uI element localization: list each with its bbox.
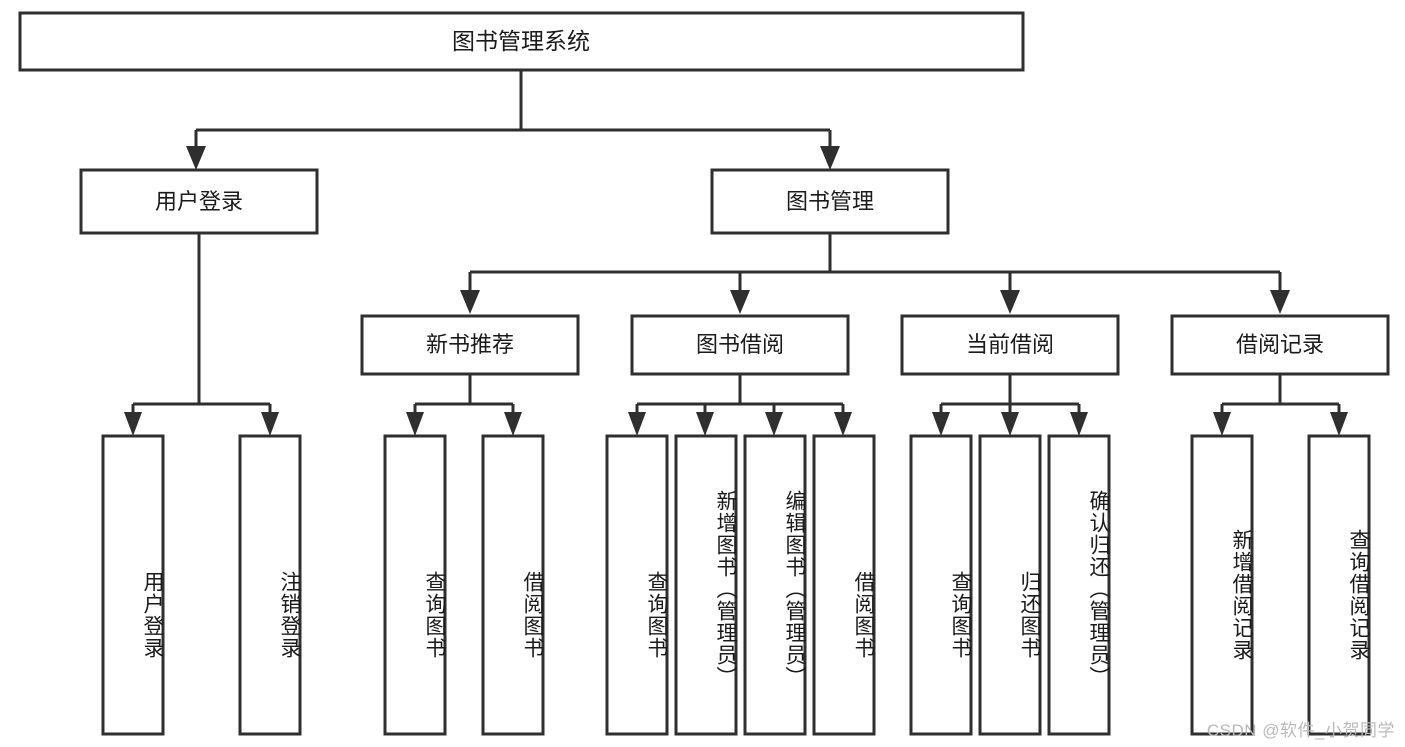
node-new-book-recommend[interactable]: 新书推荐	[360, 314, 580, 376]
arrow-head-icon	[460, 290, 480, 314]
node-box-leaf-return-book[interactable]	[978, 434, 1042, 736]
arrow-head-icon	[406, 412, 424, 436]
node-box-leaf-confirm-return[interactable]	[1047, 434, 1111, 736]
arrow-head-icon	[1270, 290, 1290, 314]
node-box-leaf-query-book-bb[interactable]	[605, 434, 669, 736]
node-book-borrow[interactable]: 图书借阅	[630, 314, 850, 376]
node-label-borrow-record: 借阅记录	[1236, 332, 1324, 357]
arrow-head-icon	[834, 412, 852, 436]
node-current-borrow[interactable]: 当前借阅	[900, 314, 1120, 376]
arrow-head-icon	[1070, 412, 1088, 436]
node-box-new-book-recommend[interactable]	[360, 314, 580, 376]
connector-currentborrow-to-leaves	[932, 374, 1088, 436]
arrow-head-icon	[1330, 412, 1348, 436]
node-book-management[interactable]: 图书管理	[710, 168, 950, 235]
watermark-text: CSDN @软件_小贺同学	[1206, 721, 1395, 740]
arrow-head-icon	[124, 412, 142, 436]
arrow-head-icon	[628, 412, 646, 436]
node-box-borrow-record[interactable]	[1170, 314, 1390, 376]
node-box-root[interactable]	[18, 11, 1025, 72]
node-root-system[interactable]: 图书管理系统	[18, 11, 1025, 72]
node-user-login[interactable]: 用户登录	[79, 168, 319, 235]
node-box-leaf-add-record[interactable]	[1190, 434, 1254, 736]
arrow-head-icon	[504, 412, 522, 436]
arrow-head-icon	[932, 412, 950, 436]
node-box-leaf-query-book-nb[interactable]	[383, 434, 447, 736]
node-box-leaf-query-record[interactable]	[1307, 434, 1371, 736]
node-label-root: 图书管理系统	[452, 28, 590, 54]
arrow-head-icon	[261, 412, 279, 436]
node-box-leaf-user-login[interactable]	[101, 434, 165, 736]
node-box-leaf-borrow-book-bb[interactable]	[812, 434, 876, 736]
arrow-head-icon	[765, 412, 783, 436]
node-box-leaf-logout[interactable]	[238, 434, 302, 736]
node-label-user-login: 用户登录	[155, 189, 243, 214]
node-box-leaf-query-book-cb[interactable]	[909, 434, 973, 736]
arrow-head-icon	[730, 290, 750, 314]
node-box-current-borrow[interactable]	[900, 314, 1120, 376]
connector-bookborrow-to-leaves	[628, 374, 852, 436]
node-label-book-borrow: 图书借阅	[696, 332, 784, 357]
node-label-current-borrow: 当前借阅	[966, 332, 1054, 357]
node-box-leaf-borrow-book-nb[interactable]	[481, 434, 545, 736]
node-box-leaf-add-book[interactable]	[674, 434, 738, 736]
arrow-head-icon	[186, 146, 206, 170]
node-box-book-borrow[interactable]	[630, 314, 850, 376]
connector-bookmgmt-to-level3	[460, 233, 1290, 314]
node-label-new-book-recommend: 新书推荐	[426, 332, 514, 357]
arrow-head-icon	[1000, 290, 1020, 314]
connector-newbook-to-leaves	[406, 374, 522, 436]
node-box-book-management[interactable]	[710, 168, 950, 235]
node-borrow-record[interactable]: 借阅记录	[1170, 314, 1390, 376]
node-box-user-login[interactable]	[79, 168, 319, 235]
connector-userlogin-to-leaves	[124, 233, 279, 436]
arrow-head-icon	[820, 146, 840, 170]
arrow-head-icon	[696, 412, 714, 436]
node-label-book-management: 图书管理	[786, 189, 874, 214]
arrow-head-icon	[1213, 412, 1231, 436]
node-box-leaf-edit-book[interactable]	[743, 434, 807, 736]
connector-borrowrecord-to-leaves	[1213, 374, 1348, 436]
arrow-head-icon	[1001, 412, 1019, 436]
connector-root-to-level2	[186, 70, 840, 170]
